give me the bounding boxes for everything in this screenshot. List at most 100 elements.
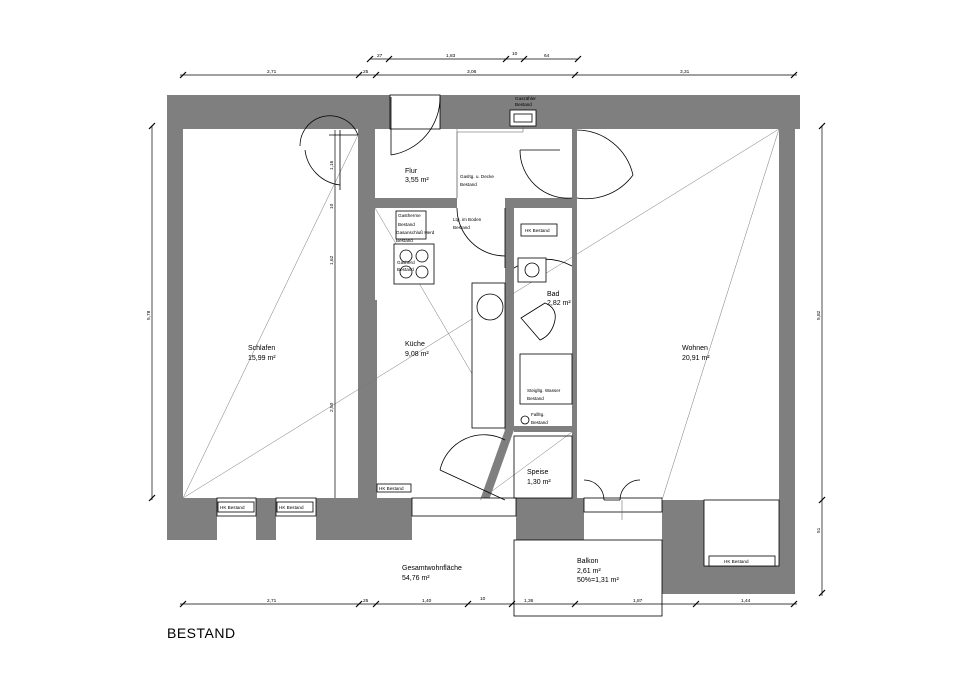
walls	[167, 95, 800, 594]
doors	[299, 94, 641, 520]
wall-schlafen-kueche	[358, 129, 375, 498]
balkon-outline	[513, 539, 663, 617]
wohnen-wall-bottom-step	[662, 500, 704, 594]
room-wohnen-name: Wohnen	[682, 345, 708, 352]
wall-flur-bottom-left	[358, 198, 457, 208]
note-gastherme-1: Gastherme	[398, 213, 421, 218]
dim-inner-v-1: 1,16	[329, 160, 335, 170]
room-speise-name: Speise	[527, 469, 549, 476]
plan-title: BESTAND	[167, 625, 236, 641]
hk-kueche	[376, 483, 412, 493]
balkon-door-opening	[583, 497, 663, 513]
dim-inner-v-4: 2,50	[329, 402, 335, 412]
stove	[393, 243, 435, 285]
outer-wall-top-mid	[440, 95, 800, 129]
window-kueche	[411, 497, 517, 517]
wall-speise-left	[480, 430, 514, 500]
room-schlafen-area: 15,99 m²	[248, 355, 276, 362]
fixtures	[334, 109, 573, 499]
room-bad-name: Bad	[547, 291, 560, 298]
annotations: Gaszähler Bestand Gasltg. u. Decke Besta…	[220, 96, 749, 564]
note-gasherd-2: Bestand	[396, 238, 413, 243]
wall-flur-bottom-right	[505, 198, 575, 208]
room-kueche-name: Küche	[405, 341, 425, 348]
gesamtwohnflaeche-name: Gesamtwohnfläche	[402, 565, 462, 572]
outer-wall-left	[167, 95, 183, 540]
note-hk-kueche: HK Bestand	[379, 486, 404, 491]
note-gaszaehler-2: Bestand	[515, 102, 532, 107]
note-ltg-boden-1: Ltg. im Boden	[453, 217, 482, 222]
room-balkon-area: 2,61 m²	[577, 568, 601, 575]
dim-top-inner-3: 10	[512, 51, 518, 57]
room-wohnen-area: 20,91 m²	[682, 355, 710, 362]
note-fallltg-2: Bestand	[531, 420, 548, 425]
note-gasherd-4: Bestand	[397, 267, 414, 272]
hk-schlafen-1	[217, 501, 255, 513]
wall-bad-bottom	[514, 426, 577, 432]
note-gasherd-3: Gasherd	[397, 260, 415, 265]
room-speise-area: 1,30 m²	[527, 479, 551, 486]
room-schlafen-name: Schlafen	[248, 345, 275, 352]
hk-bad	[520, 223, 558, 237]
dim-bottom-2: 25	[363, 598, 369, 604]
note-gasltg-1: Gasltg. u. Decke	[460, 174, 494, 179]
dim-left: 5,78	[146, 310, 152, 320]
dim-bottom-4: 10	[480, 596, 486, 602]
outer-wall-pier-1	[256, 498, 276, 540]
room-balkon-note: 50%=1,31 m²	[577, 577, 619, 584]
note-ltg-boden-2: Bestand	[453, 225, 470, 230]
hk-wohnen	[708, 555, 776, 567]
heaters	[217, 223, 776, 567]
note-hk-schlafen-1: HK Bestand	[220, 505, 245, 510]
wall-flur-left-top	[358, 129, 375, 199]
dim-top-inner-4: 64	[544, 53, 550, 59]
toilet	[520, 302, 556, 341]
outer-wall-bottom-left	[167, 498, 217, 540]
note-hk-wohnen: HK Bestand	[724, 559, 749, 564]
fallltg-symbol	[520, 415, 530, 425]
note-fallltg-1: Fallltg.	[531, 412, 545, 417]
outer-wall-right	[779, 95, 795, 593]
outer-wall-pier-2	[316, 498, 412, 540]
note-gastherme-2: Bestand	[398, 222, 415, 227]
dim-inner-v-3: 1,62	[329, 255, 335, 265]
room-bad-area: 2,82 m²	[547, 300, 571, 307]
note-gasltg-2: Bestand	[460, 182, 477, 187]
window-wohnen	[703, 499, 780, 567]
kitchen-counter	[471, 282, 506, 429]
dim-top-inner-1: 27	[377, 53, 383, 59]
wall-bad-left	[505, 208, 514, 430]
dim-top-inner-2: 1,83	[446, 53, 456, 59]
outer-wall-top-left	[167, 95, 390, 129]
gastherme-box	[395, 210, 427, 240]
dim-top-outer-4: 3,31	[680, 69, 690, 75]
dimension-labels: 2,71 25 3,06 3,31 27 1,83 10 64 2,71 25 …	[146, 51, 822, 604]
room-flur-name: Flur	[405, 168, 418, 175]
note-steigltg-2: Bestand	[527, 396, 544, 401]
dimension-lines	[148, 55, 826, 608]
dim-right-small: 51	[816, 527, 822, 533]
dim-bottom-6: 1,87	[633, 598, 643, 604]
note-gaszaehler-1: Gaszähler	[515, 96, 536, 101]
dim-top-outer-1: 2,71	[267, 69, 277, 75]
wall-kitchen-stub	[375, 300, 377, 498]
dim-top-outer-3: 3,06	[467, 69, 477, 75]
note-hk-schlafen-2: HK Bestand	[279, 505, 304, 510]
note-steigltg-1: Steigltg. Wasser	[527, 388, 561, 393]
room-flur-area: 3,55 m²	[405, 177, 429, 184]
room-kueche-area: 9,08 m²	[405, 351, 429, 358]
bad-sink	[517, 257, 547, 283]
dim-right: 5,82	[816, 310, 822, 320]
wall-wohnen-left	[572, 129, 577, 505]
gesamtwohnflaeche-area: 54,76 m²	[402, 575, 430, 582]
room-balkon-name: Balkon	[577, 558, 599, 565]
hk-schlafen-2	[276, 501, 314, 513]
dim-inner-v-2: 10	[329, 203, 335, 209]
dim-bottom-7: 1,44	[741, 598, 751, 604]
room-labels: Flur 3,55 m² Küche 9,08 m² Schlafen 15,9…	[248, 168, 710, 584]
dim-bottom-1: 2,71	[267, 598, 277, 604]
dim-bottom-3: 1,40	[422, 598, 432, 604]
shower	[519, 353, 573, 405]
dim-top-outer-2: 25	[363, 69, 369, 75]
note-hk-bad: HK Bestand	[525, 228, 550, 233]
